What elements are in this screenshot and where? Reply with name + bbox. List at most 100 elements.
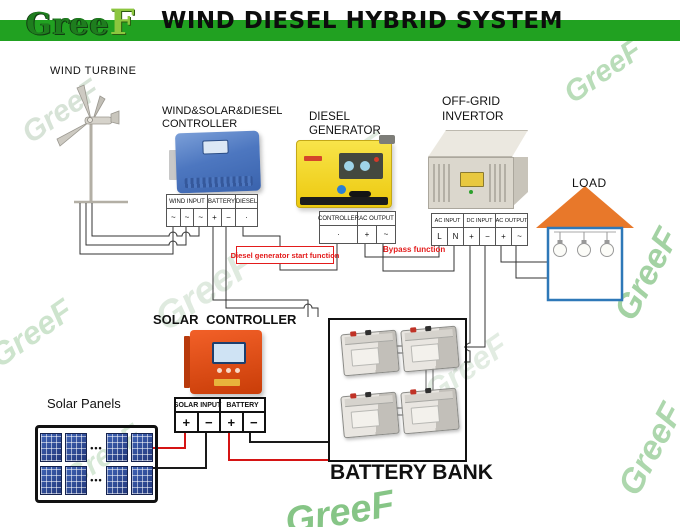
terminal-section-name: WIND INPUT [167, 195, 207, 209]
page-title: WIND DIESEL HYBRID SYSTEM [161, 8, 563, 34]
generator-badge [337, 185, 346, 194]
solar-panel [65, 433, 88, 463]
terminal-cell: − [204, 414, 213, 430]
wind-controller-image [174, 130, 262, 194]
wire-diesel-start-signal [242, 225, 338, 271]
invertor-label-line1: OFF-GRID [442, 94, 500, 108]
diesel-generator-label-line2: GENERATOR [309, 125, 381, 137]
terminal-section-name: AC OUTPUT [496, 214, 527, 228]
controller-mount-bracket [169, 150, 177, 180]
invertor-label-line2: INVERTOR [442, 109, 504, 123]
diesel-generator-terminal-strip: CONTROLLER · AC OUTPUT + ~ [318, 211, 396, 244]
bypass-annotation: Bypass function [383, 245, 446, 254]
terminal-section-wind-input: WIND INPUT ~ ~ ~ [167, 195, 208, 226]
battery-interconnects [394, 345, 434, 416]
terminal-section-name: DC INPUT [464, 214, 495, 228]
solar-panel [105, 433, 128, 463]
solar-panel-row: ••• [40, 465, 153, 495]
terminal-cell: + [221, 413, 244, 431]
invertor-terminal-strip: AC INPUT L N DC INPUT + − AC OUTPUT + ~ [431, 213, 528, 246]
terminal-cell: + [176, 413, 199, 431]
generator-control-panel [339, 153, 383, 179]
terminal-section-name: DIESEL [236, 195, 257, 209]
invertor-led [469, 190, 473, 194]
diesel-generator-label-line1: DIESEL [309, 111, 350, 123]
terminal-section-ac-input: AC INPUT L N [432, 214, 464, 245]
battery-sticker [410, 405, 441, 425]
battery-bank-box [328, 318, 467, 462]
terminal-cell: ~ [198, 213, 204, 222]
solar-panels-label: Solar Panels [47, 396, 121, 411]
terminal-section-ac-output: AC OUTPUT + ~ [496, 214, 527, 245]
battery-image [340, 329, 400, 377]
brand-logo-text: Gree [26, 7, 110, 42]
terminal-cell: − [485, 232, 490, 241]
diesel-generator-image [296, 135, 395, 208]
light-bulb-icon [577, 232, 591, 257]
diesel-generator-label: DIESEL GENERATOR [309, 110, 381, 138]
wire-controller-battery-to-bank [212, 225, 319, 317]
solar-panel-ellipsis: ••• [90, 442, 103, 453]
house-body [546, 226, 624, 302]
solar-panel [40, 465, 62, 495]
terminal-cell: + [358, 226, 377, 243]
terminal-section-diesel: DIESEL · [236, 195, 257, 226]
terminal-section-controller: CONTROLLER · [318, 212, 359, 243]
generator-vent [349, 191, 371, 197]
solar-panel [65, 465, 88, 495]
solar-panel-row: ••• [40, 433, 153, 463]
load-label: LOAD [572, 176, 607, 190]
terminal-section-name: AC OUTPUT [358, 212, 395, 226]
solar-panel [130, 465, 153, 495]
wind-controller-label: WIND&SOLAR&DIESEL CONTROLLER [162, 105, 282, 131]
solar-controller-sticker [214, 379, 240, 386]
battery-sticker [410, 343, 441, 363]
wire-invertor-ac-to-load [500, 244, 547, 279]
generator-handle [379, 135, 395, 144]
load-house-image [536, 186, 634, 302]
wind-controller-label-line1: WIND&SOLAR&DIESEL [162, 105, 283, 117]
terminal-section-battery: BATTERY + − [221, 399, 264, 431]
battery-image [400, 325, 460, 373]
battery-sticker [350, 409, 381, 429]
wind-controller-terminal-strip: WIND INPUT ~ ~ ~ BATTERY + − DIESEL · [166, 194, 258, 227]
solar-controller-display [212, 342, 246, 364]
solar-panel [40, 433, 62, 463]
invertor-front-face [428, 157, 514, 209]
wire-solar-controller-to-bank [228, 429, 329, 461]
brand-logo-f: F [109, 2, 136, 43]
terminal-cell: ~ [383, 230, 389, 239]
light-bulb-icon [600, 232, 614, 257]
battery-image [340, 391, 400, 439]
light-bulb-icon [553, 232, 567, 257]
terminal-cell: + [464, 228, 480, 245]
invertor-top-face [428, 130, 528, 157]
terminal-cell: + [496, 228, 512, 245]
wind-controller-label-line2: CONTROLLER [162, 118, 238, 130]
battery-bank-label: BATTERY BANK [330, 461, 493, 484]
terminal-cell: ~ [517, 232, 522, 241]
wind-turbine-label: WIND TURBINE [50, 65, 137, 77]
solar-panels-image: ••• ••• [35, 425, 158, 503]
invertor-label: OFF-GRID INVERTOR [442, 94, 504, 124]
solar-controller-buttons [217, 368, 222, 373]
solar-controller-label: SOLAR CONTROLLER [153, 312, 297, 327]
terminal-cell: − [249, 414, 258, 430]
terminal-cell: L [432, 228, 448, 245]
header-banner [0, 20, 680, 41]
battery-sticker [350, 347, 381, 367]
solar-panel [130, 433, 153, 463]
solar-panel [105, 465, 128, 495]
terminal-section-name: BATTERY [221, 399, 264, 413]
wire-bypass [364, 242, 455, 272]
wire-invertor-dc-to-bank [464, 244, 486, 363]
solar-panel-ellipsis: ••• [90, 475, 103, 486]
wire-turbine-to-controller [79, 203, 200, 255]
terminal-section-name: BATTERY [208, 195, 235, 209]
terminal-cell: · [245, 213, 248, 222]
generator-base [300, 197, 388, 205]
wind-turbine-image [56, 84, 128, 204]
brand-logo: GreeF [26, 2, 135, 43]
